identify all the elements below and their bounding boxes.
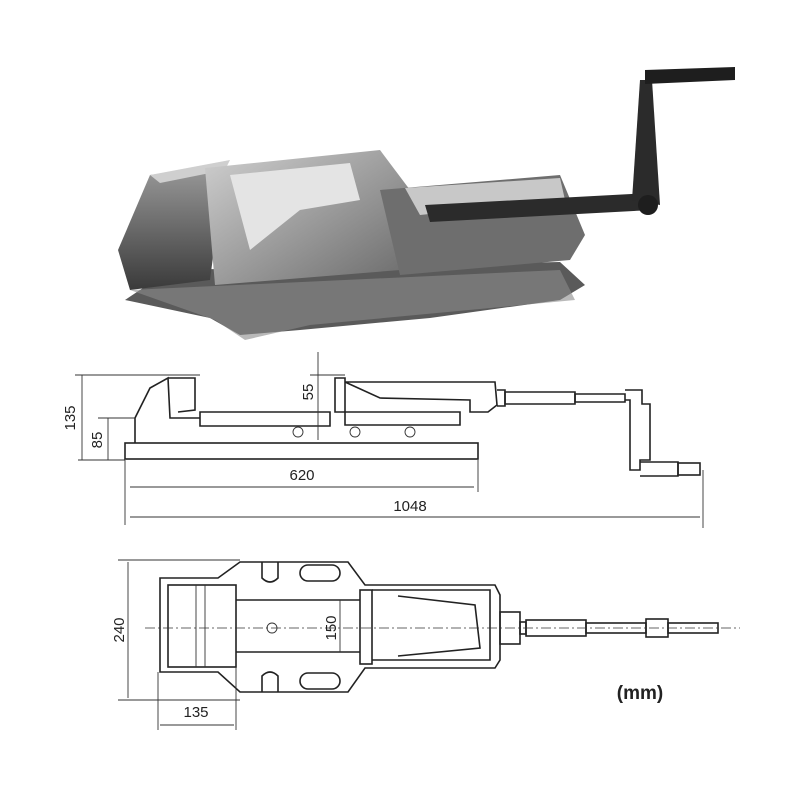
dim-jaw-height: 55 <box>300 384 317 401</box>
dim-overall-length: 1048 <box>393 498 426 515</box>
side-view: 135 85 55 620 1048 <box>62 352 704 528</box>
dim-jaw-width: 135 <box>183 704 208 721</box>
dim-jaw-opening: 150 <box>323 615 340 640</box>
dim-base-length: 620 <box>289 467 314 484</box>
dim-width: 240 <box>111 617 128 642</box>
vise-photo <box>118 67 735 340</box>
plan-view: 240 150 135 <box>111 559 740 730</box>
unit-label: (mm) <box>617 683 663 704</box>
dim-total-height: 135 <box>62 405 79 430</box>
dim-base-height: 85 <box>89 432 106 449</box>
